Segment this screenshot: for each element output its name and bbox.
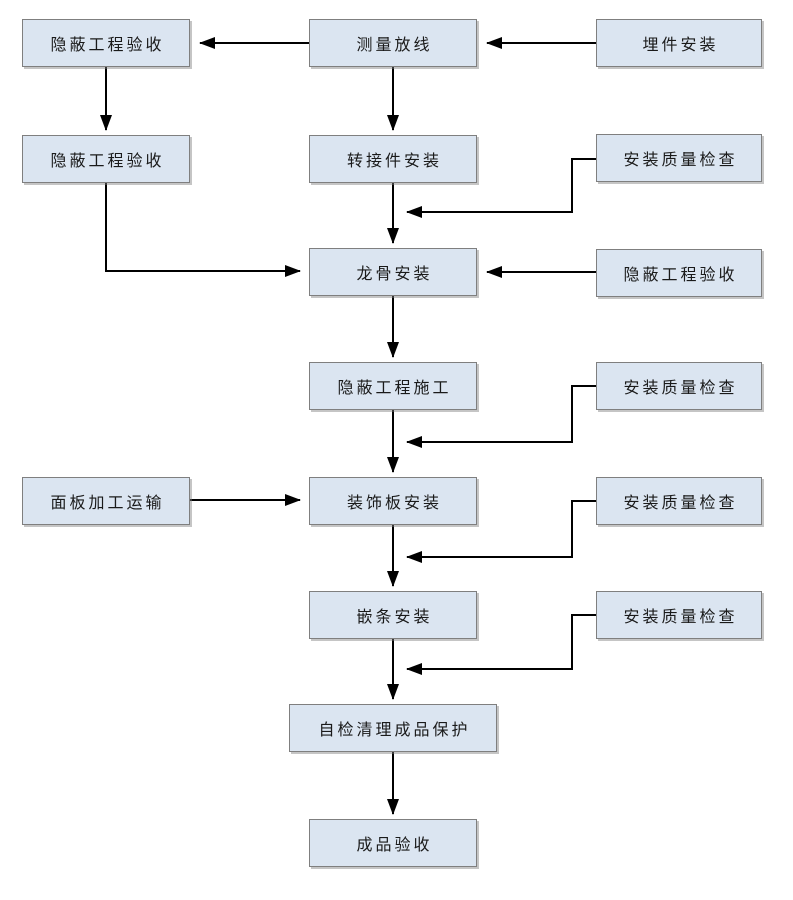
node-self-check-cleanup-product-protection: 自检清理成品保护 — [289, 704, 497, 752]
node-keel-installation: 龙骨安装 — [309, 248, 477, 296]
node-finished-product-acceptance: 成品验收 — [309, 819, 477, 867]
node-embed-installation: 埋件安装 — [596, 19, 762, 67]
node-decorative-panel-installation: 装饰板安装 — [309, 477, 477, 525]
node-concealed-work-acceptance-2: 隐蔽工程验收 — [22, 135, 190, 183]
node-concealed-work-acceptance-1: 隐蔽工程验收 — [22, 19, 190, 67]
node-panel-processing-transport: 面板加工运输 — [22, 477, 190, 525]
arrow-quality-check-1-join — [406, 158, 596, 218]
node-installation-quality-check-4: 安装质量检查 — [596, 591, 762, 639]
node-trim-strip-installation: 嵌条安装 — [309, 591, 477, 639]
node-concealed-work-acceptance-3: 隐蔽工程验收 — [596, 249, 762, 297]
node-adapter-installation: 转接件安装 — [309, 135, 477, 183]
arrow-quality-check-2-join — [406, 385, 596, 448]
node-installation-quality-check-3: 安装质量检查 — [596, 477, 762, 525]
arrow-concealed-acceptance-2-to-keel — [105, 183, 301, 277]
arrow-quality-check-3-join — [406, 500, 596, 563]
node-measurement-setting-out: 测量放线 — [309, 19, 477, 67]
node-installation-quality-check-2: 安装质量检查 — [596, 362, 762, 410]
node-installation-quality-check-1: 安装质量检查 — [596, 134, 762, 182]
arrow-quality-check-4-join — [406, 614, 596, 675]
node-concealed-work-construction: 隐蔽工程施工 — [309, 362, 477, 410]
